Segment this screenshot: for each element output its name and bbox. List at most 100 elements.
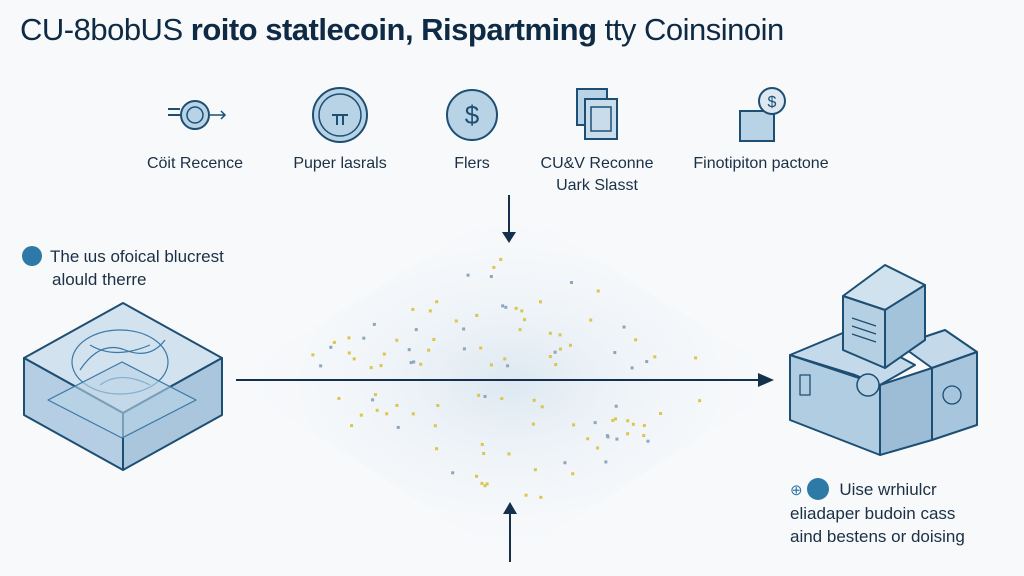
badge-icon — [807, 478, 830, 500]
particle — [572, 423, 576, 427]
particle — [489, 275, 493, 279]
particle — [558, 333, 562, 337]
left-note: The ɩus ofoical blucrest alould therre — [22, 245, 224, 291]
particle — [369, 366, 373, 370]
particle — [604, 460, 608, 464]
particle — [332, 340, 336, 344]
particle — [371, 398, 375, 402]
particle — [419, 362, 423, 366]
coin-icon — [312, 87, 368, 143]
particle — [642, 434, 646, 438]
particle — [409, 361, 413, 365]
particle — [347, 351, 351, 355]
svg-text:$: $ — [768, 94, 777, 111]
particle — [611, 418, 615, 422]
arrow-down-top — [502, 195, 516, 243]
particle — [642, 424, 646, 428]
particle — [433, 424, 437, 428]
particle — [524, 493, 528, 497]
particle — [698, 399, 702, 403]
particle — [329, 345, 333, 349]
particle — [507, 452, 511, 456]
particle — [548, 355, 552, 359]
particle — [396, 425, 400, 429]
data-particles — [311, 257, 702, 499]
particle — [503, 357, 507, 361]
particle — [475, 313, 479, 317]
dollar-coin-icon: $ — [446, 89, 498, 141]
feature-label: Puper lasrals — [293, 155, 387, 172]
particle — [412, 360, 416, 364]
page-title: CU-8bobUS roito statlecoin, Rispartming … — [20, 12, 784, 47]
particle — [454, 319, 458, 323]
particle — [539, 300, 543, 304]
particle — [504, 305, 508, 309]
feature-flers: $ Flers — [397, 85, 547, 175]
particle — [605, 434, 609, 438]
particle — [411, 412, 415, 416]
particle — [586, 437, 590, 441]
particle — [593, 421, 597, 425]
particle — [532, 398, 536, 402]
particle — [614, 404, 618, 408]
particle — [414, 328, 418, 332]
feature-label: Flers — [454, 155, 490, 172]
particle — [382, 352, 386, 356]
transparent-box-illustration — [23, 302, 223, 471]
particle — [373, 393, 377, 397]
particle — [480, 442, 484, 446]
particle — [531, 422, 535, 426]
info-icon — [22, 246, 42, 266]
feature-label: Cöit Recence — [146, 155, 244, 172]
particle — [350, 424, 354, 428]
feature-label: Finotipiton pactone — [693, 155, 829, 172]
coin-transfer-icon — [168, 100, 227, 130]
particle — [548, 331, 552, 335]
particle — [568, 343, 572, 347]
particle — [630, 366, 634, 370]
particle — [466, 273, 470, 277]
particle — [596, 289, 600, 293]
particle — [485, 482, 489, 486]
particle — [553, 350, 557, 354]
particle — [631, 422, 635, 426]
stacked-boxes-illustration — [789, 264, 978, 456]
particle — [596, 446, 600, 450]
particle — [563, 461, 567, 465]
particle — [411, 307, 415, 311]
particle — [311, 353, 315, 357]
particle — [477, 393, 481, 397]
grid-icon: ⊕ — [790, 482, 803, 499]
particle — [432, 338, 436, 342]
particle — [523, 318, 527, 322]
particle — [489, 363, 493, 367]
particle — [427, 348, 431, 352]
particle — [480, 481, 484, 485]
particle — [694, 356, 698, 360]
particle — [319, 364, 323, 368]
particle — [435, 300, 439, 304]
document-icon — [576, 88, 618, 140]
particle — [352, 357, 356, 361]
particle — [589, 318, 593, 322]
particle — [615, 437, 619, 441]
wallet-dollar-icon: $ — [739, 87, 786, 142]
particle — [520, 309, 524, 313]
particle — [626, 419, 630, 423]
particle — [659, 411, 663, 415]
particle — [554, 363, 558, 367]
particle — [375, 408, 379, 412]
particle — [462, 347, 466, 351]
particle — [483, 484, 487, 488]
particle — [435, 447, 439, 451]
particle — [385, 412, 389, 416]
particle — [395, 403, 399, 407]
particle — [539, 495, 543, 499]
particle — [499, 257, 503, 261]
particle — [558, 347, 562, 351]
particle — [428, 309, 432, 313]
particle — [337, 396, 341, 400]
particle — [569, 280, 573, 284]
particle — [518, 328, 522, 332]
